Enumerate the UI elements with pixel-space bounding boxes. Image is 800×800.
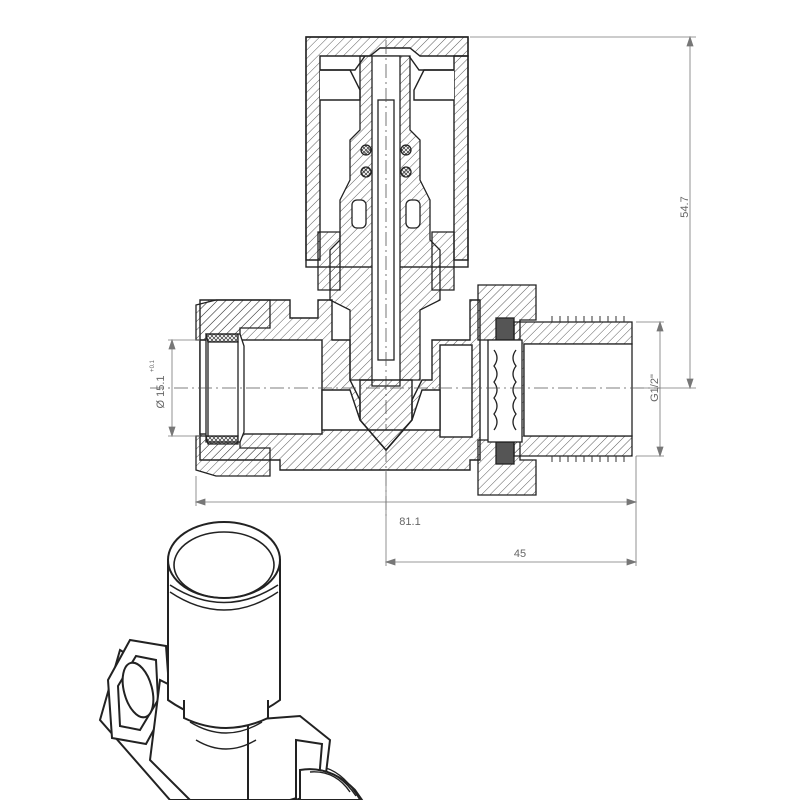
valve-isometric-view	[98, 521, 364, 800]
union-nut-section	[477, 284, 633, 496]
inlet-nut-section	[195, 299, 271, 477]
dimension-thread: G1/2"	[649, 374, 661, 402]
bonnet-nut-section	[317, 231, 455, 291]
dimension-inlet-diameter: Ø 15.1	[155, 375, 167, 408]
dimension-lines	[168, 35, 696, 566]
dimension-total-length: 81.1	[399, 516, 420, 528]
dimension-half-length: 45	[514, 548, 526, 560]
spindle-section	[329, 40, 441, 520]
dimension-height: 54.7	[679, 196, 691, 217]
dimension-inlet-tolerance: +0.1	[150, 359, 156, 372]
